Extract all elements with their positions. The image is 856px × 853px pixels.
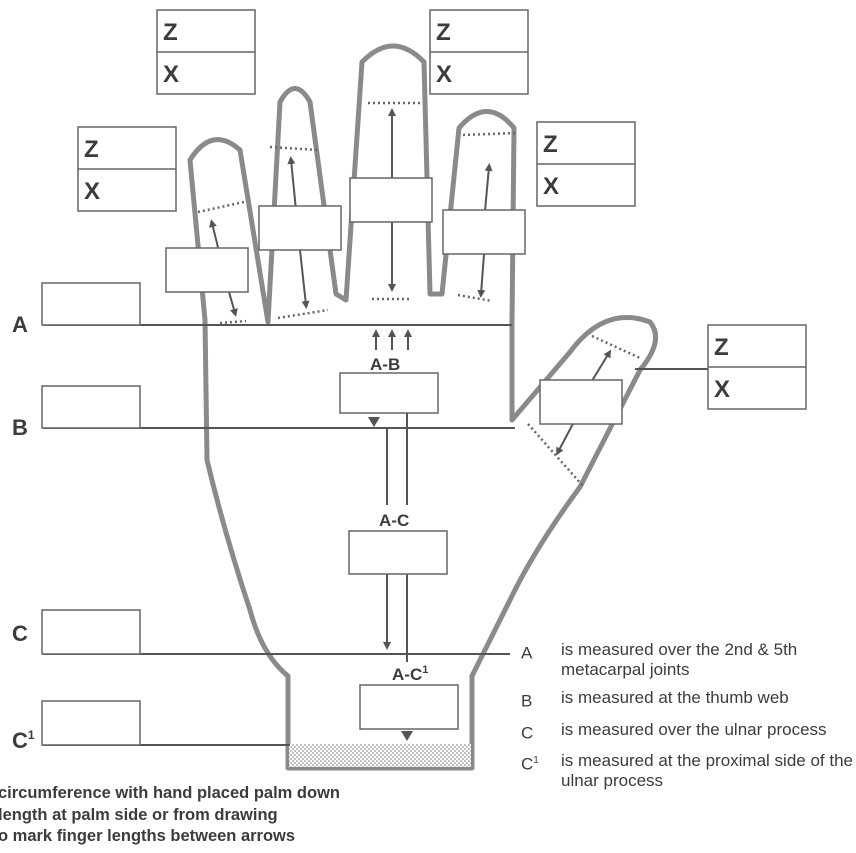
finger2-x-label: X bbox=[163, 61, 179, 88]
box-a[interactable] bbox=[41, 282, 141, 326]
finger-box-3[interactable] bbox=[349, 177, 433, 223]
thumb-zx-box: Z X bbox=[707, 324, 807, 410]
finger4-z-label: Z bbox=[543, 131, 558, 158]
finger-zx-box-4: Z X bbox=[536, 121, 636, 207]
legend-text: is measured at the thumb web bbox=[561, 688, 789, 707]
box-c1[interactable] bbox=[41, 700, 141, 746]
legend: A is measured over the 2nd & 5th metacar… bbox=[521, 640, 856, 799]
legend-text: is measured over the ulnar process bbox=[561, 719, 827, 739]
thumb-box[interactable] bbox=[539, 379, 623, 425]
finger-zx-box-2: Z X bbox=[156, 9, 256, 95]
finger-box-2[interactable] bbox=[258, 205, 342, 251]
finger-zx-box-1: Z X bbox=[77, 126, 177, 212]
finger2-z-label: Z bbox=[163, 19, 178, 46]
thumb-z-label: Z bbox=[714, 334, 729, 361]
ab-marker bbox=[368, 417, 380, 427]
legend-item-b: B is measured at the thumb web bbox=[521, 688, 856, 712]
row-label-b: B bbox=[12, 415, 28, 440]
label-a-c: A-C bbox=[379, 511, 409, 530]
footnote-2: length at palm side or from drawing bbox=[0, 805, 278, 824]
finger3-z-label: Z bbox=[436, 19, 451, 46]
finger4-x-label: X bbox=[543, 173, 559, 200]
thumb-x-label: X bbox=[714, 376, 730, 403]
legend-item-a: A is measured over the 2nd & 5th metacar… bbox=[521, 640, 856, 680]
wrist-shaded-area bbox=[289, 744, 471, 767]
finger3-x-label: X bbox=[436, 61, 452, 88]
ab-arrows bbox=[372, 329, 412, 350]
box-a-c1[interactable] bbox=[359, 684, 459, 730]
legend-key: B bbox=[521, 691, 533, 711]
finger-length-markers bbox=[197, 101, 641, 487]
box-a-b[interactable] bbox=[339, 372, 439, 414]
row-label-a: A bbox=[12, 312, 28, 337]
label-a-c1: A-C1 bbox=[392, 664, 428, 684]
legend-key: A bbox=[521, 643, 533, 663]
ac1-marker bbox=[401, 731, 413, 741]
footnotes: circumference with hand placed palm down… bbox=[0, 783, 340, 848]
legend-text: is measured at the proximal side of the … bbox=[561, 751, 853, 791]
row-label-c: C bbox=[12, 621, 28, 646]
row-label-c1: C1 bbox=[12, 728, 35, 753]
finger-zx-box-3: Z X bbox=[429, 9, 529, 95]
box-c[interactable] bbox=[41, 609, 141, 655]
ac-lines bbox=[383, 413, 408, 662]
legend-item-c: C is measured over the ulnar process bbox=[521, 720, 856, 744]
finger-box-4[interactable] bbox=[442, 209, 526, 255]
box-b[interactable] bbox=[41, 385, 141, 429]
footnote-1: circumference with hand placed palm down bbox=[0, 784, 340, 802]
label-a-b: A-B bbox=[370, 355, 400, 374]
finger-box-1[interactable] bbox=[165, 247, 249, 293]
legend-key: C bbox=[521, 723, 534, 743]
legend-text: is measured over the 2nd & 5th metacarpa… bbox=[561, 640, 798, 679]
box-a-c[interactable] bbox=[348, 530, 448, 575]
finger1-z-label: Z bbox=[84, 136, 99, 163]
legend-item-c1: C1 is measured at the proximal side of t… bbox=[521, 751, 856, 791]
finger1-x-label: X bbox=[84, 178, 100, 205]
footnote-3: o mark finger lengths between arrows bbox=[0, 827, 296, 845]
legend-key: C1 bbox=[521, 754, 539, 774]
